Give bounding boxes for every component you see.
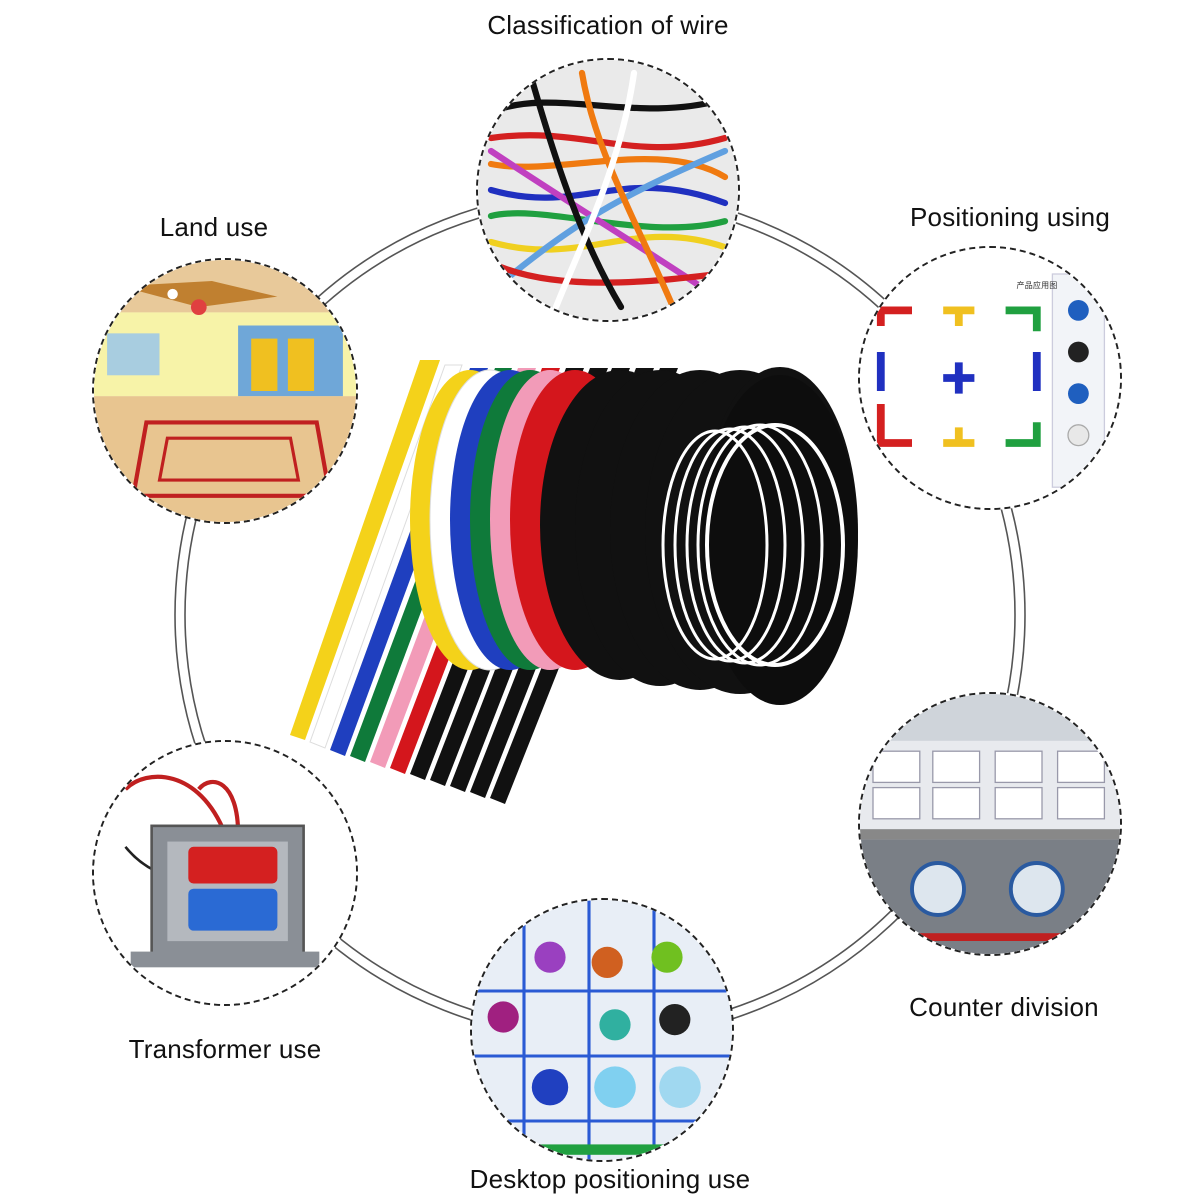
label-desktop: Desktop positioning use <box>469 1164 751 1194</box>
positioning-markers-image <box>860 248 1120 508</box>
positioning-panel-caption: 产品应用图 <box>1016 281 1058 290</box>
desktop-photo <box>470 898 734 1162</box>
label-land: Land use <box>159 212 269 242</box>
land-photo <box>92 258 358 524</box>
label-wire: Classification of wire <box>487 10 729 40</box>
positioning-photo <box>858 246 1122 510</box>
label-positioning: Positioning using <box>910 202 1110 232</box>
desktop-cups-image <box>472 900 732 1160</box>
transformer-image <box>94 742 356 1004</box>
wire-photo <box>476 58 740 322</box>
transformer-photo <box>92 740 358 1006</box>
floor-lines-image <box>94 260 356 522</box>
wire-bundle-image <box>478 60 738 320</box>
label-counter: Counter division <box>909 992 1099 1022</box>
counter-shelf-image <box>860 694 1120 954</box>
label-transformer: Transformer use <box>128 1034 322 1064</box>
counter-photo <box>858 692 1122 956</box>
